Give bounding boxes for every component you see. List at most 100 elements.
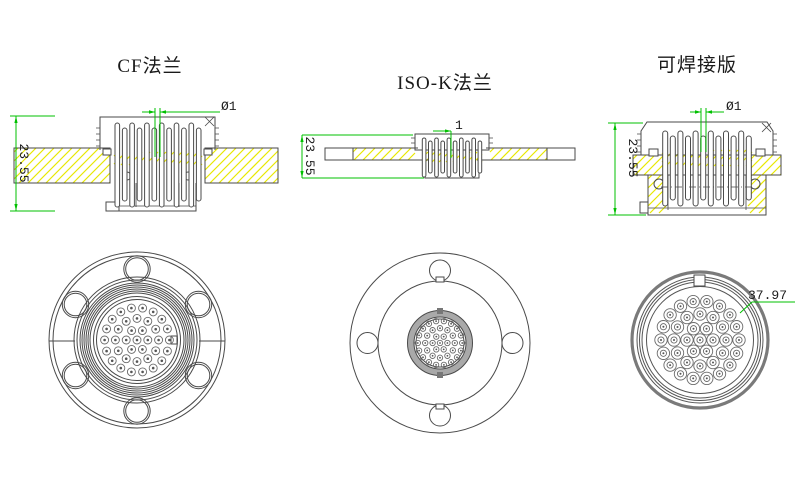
pin-dot bbox=[669, 364, 672, 367]
pin-dot bbox=[456, 356, 458, 359]
section-pin bbox=[428, 140, 433, 174]
section-pin bbox=[440, 140, 445, 174]
weldable-screw-left bbox=[648, 148, 659, 157]
pin bbox=[702, 347, 711, 355]
hatch-line bbox=[18, 147, 55, 184]
pin bbox=[440, 333, 447, 340]
pin-dot bbox=[735, 325, 738, 328]
pin-dot bbox=[456, 327, 458, 330]
pin bbox=[424, 347, 431, 354]
pin bbox=[723, 308, 737, 322]
isok-dimensions: 1 23.55 bbox=[300, 118, 463, 179]
pin-dot bbox=[141, 370, 144, 374]
pin-dot bbox=[435, 348, 438, 351]
pin-dot bbox=[426, 334, 429, 337]
pin-dot bbox=[735, 352, 738, 355]
cf-dim-pin-diameter: Ø1 bbox=[221, 99, 237, 114]
pin bbox=[440, 361, 448, 369]
pin bbox=[712, 367, 727, 381]
cf-front-pins bbox=[100, 303, 174, 377]
section-pin bbox=[188, 122, 195, 208]
section-pin bbox=[151, 127, 158, 202]
pin-dot bbox=[103, 338, 106, 342]
ring-circle bbox=[87, 290, 187, 390]
pin-dot bbox=[443, 320, 445, 322]
cf-key-notch bbox=[170, 335, 178, 345]
pin bbox=[723, 358, 737, 372]
pin bbox=[132, 335, 142, 345]
pin-dot bbox=[117, 349, 120, 353]
hatch-line bbox=[380, 147, 394, 161]
pin-dot bbox=[439, 356, 441, 359]
pin bbox=[148, 307, 158, 317]
pin bbox=[113, 346, 123, 356]
isok-plate-right-end bbox=[546, 147, 576, 161]
pin bbox=[666, 361, 674, 369]
isok-dim-pin-diameter: 1 bbox=[455, 118, 463, 133]
hatch-line bbox=[13, 147, 46, 180]
pin-dot bbox=[451, 334, 454, 337]
pin bbox=[654, 333, 668, 347]
pin-dot bbox=[686, 361, 688, 364]
pin bbox=[715, 320, 730, 334]
pin bbox=[693, 333, 707, 347]
weldable-dim-pin-diameter: Ø1 bbox=[726, 99, 742, 114]
ring-circle bbox=[79, 282, 195, 398]
bolt-hole bbox=[61, 361, 90, 390]
pin bbox=[703, 298, 711, 306]
pin bbox=[696, 310, 704, 318]
pin-dot bbox=[154, 349, 157, 353]
pin bbox=[689, 325, 698, 333]
section-pin bbox=[677, 130, 684, 207]
pin bbox=[686, 294, 700, 309]
pin-dot bbox=[426, 349, 429, 352]
pin bbox=[132, 313, 142, 323]
pin bbox=[157, 356, 167, 366]
pin bbox=[666, 311, 674, 319]
pin bbox=[127, 344, 137, 354]
hatch-line bbox=[632, 154, 647, 169]
pin-dot bbox=[431, 329, 434, 332]
pin-dot bbox=[660, 339, 662, 341]
pin bbox=[447, 320, 455, 327]
cf-right-flange-plate bbox=[204, 147, 279, 184]
pin bbox=[719, 333, 733, 347]
pin-dot bbox=[439, 342, 441, 344]
pin bbox=[457, 332, 465, 339]
pin bbox=[436, 354, 444, 361]
section-pin bbox=[173, 122, 180, 208]
pin-dot bbox=[705, 377, 708, 380]
pin-dot bbox=[428, 322, 430, 325]
pin bbox=[702, 325, 711, 333]
pin bbox=[680, 355, 694, 370]
section-pin bbox=[434, 137, 439, 178]
pin bbox=[436, 325, 444, 332]
hatch-line bbox=[254, 159, 279, 184]
isok-section-view: 1 23.55 bbox=[300, 118, 576, 179]
isok-top-cap bbox=[414, 133, 490, 151]
pin-dot bbox=[699, 365, 701, 367]
weldable-outer-dimension: 37.97 bbox=[739, 288, 795, 314]
pin bbox=[670, 336, 678, 344]
hatch-line bbox=[63, 147, 100, 184]
pin bbox=[683, 313, 691, 322]
pin bbox=[148, 363, 158, 373]
pin-dot bbox=[416, 342, 419, 344]
ring-circle bbox=[630, 270, 770, 410]
hatch-line bbox=[643, 155, 664, 176]
section-pin bbox=[730, 135, 737, 201]
pin bbox=[680, 333, 694, 347]
bolt-hole bbox=[63, 292, 88, 317]
pin bbox=[425, 320, 433, 327]
pin-dot bbox=[431, 342, 434, 344]
hatch-line bbox=[398, 147, 412, 161]
isok-pin-stack bbox=[421, 137, 483, 178]
isok-tab-top bbox=[435, 276, 445, 283]
hatch-line bbox=[747, 187, 767, 207]
pin-dot bbox=[669, 313, 672, 316]
hatch-line bbox=[535, 148, 548, 161]
pin bbox=[676, 302, 685, 310]
hatch-line bbox=[499, 147, 513, 161]
section-pin bbox=[158, 122, 165, 208]
